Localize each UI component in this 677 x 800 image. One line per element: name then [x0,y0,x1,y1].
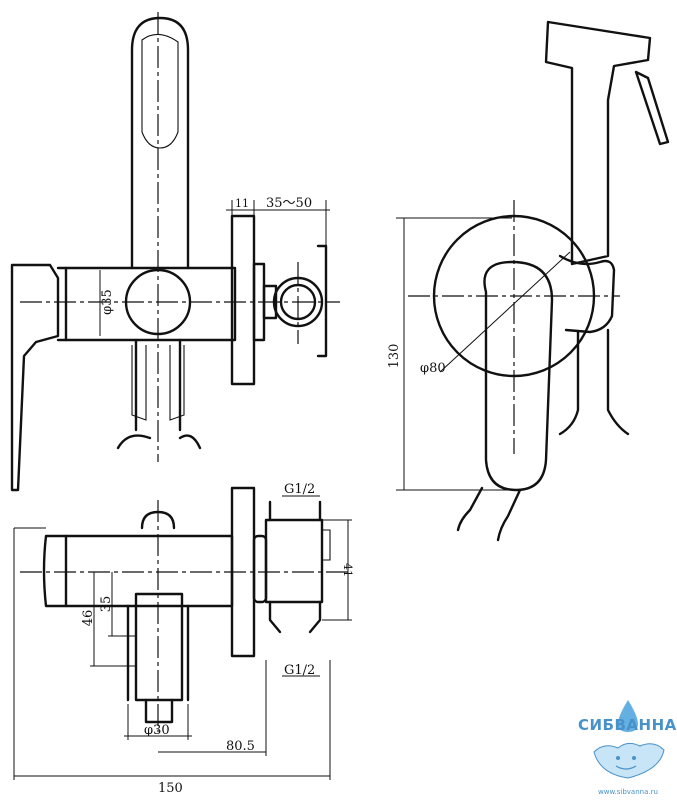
dim-g12-top: G1/2 [284,482,315,497]
hand-shower-head [544,20,652,266]
mixer-body [56,266,237,342]
hose [558,328,630,436]
side-view [396,20,670,542]
dim-phi35: φ35 [100,289,115,315]
logo-name: СИБВАННА [578,716,677,734]
dim-150: 150 [158,781,183,796]
top-view [13,486,352,780]
top-body [64,534,234,608]
dim-35-50: 35〜50 [266,196,312,211]
water-drop-icon [618,700,638,732]
top-lever [42,534,68,608]
logo-url: www.sibvanna.ru [598,788,658,796]
dim-35-side: 35 [99,596,114,613]
dim-80-5: 80.5 [226,739,255,754]
dim-phi30: φ30 [144,723,170,738]
top-spout [126,604,190,702]
dim-g12-bottom: G1/2 [284,663,315,678]
spout-upper [130,16,190,270]
front-view [10,12,340,492]
dim-phi80-plate: φ80 [420,361,446,376]
dim-46: 46 [81,610,96,627]
holder-ring-inner [279,283,317,321]
sibvanna-logo: СИБВАННА www.sibvanna.ru [578,700,677,796]
shower-trigger [634,70,670,146]
spout-lower [134,338,182,432]
dim-130: 130 [387,344,402,369]
dim-41: 41 [341,563,354,577]
dim-11: 11 [235,197,249,210]
side-lever [483,260,554,492]
lever-handle [10,263,60,492]
